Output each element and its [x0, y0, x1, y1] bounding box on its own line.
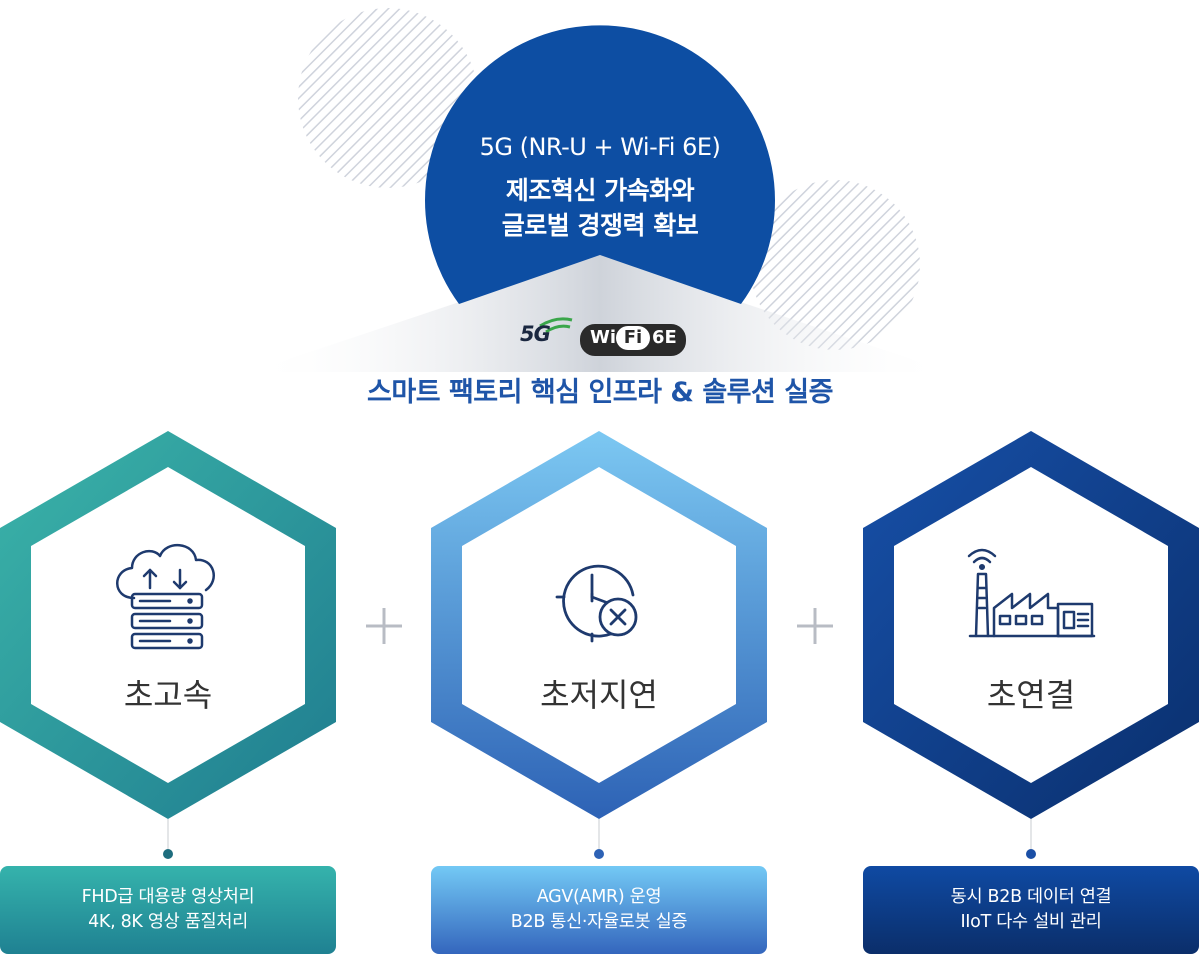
desc-3-line-1: 동시 B2B 데이터 연결	[950, 887, 1112, 907]
desc-2-line-2: B2B 통신·자율로봇 실증	[510, 912, 688, 932]
desc-box-1: FHD급 대용량 영상처리 4K, 8K 영상 품질처리	[0, 866, 336, 954]
subtitle: 스마트 팩토리 핵심 인프라 & 솔루션 실증	[367, 377, 833, 408]
desc-3-line-2: IIoT 다수 설비 관리	[960, 912, 1102, 932]
header-line-2: 제조혁신 가속화와	[505, 176, 695, 205]
desc-box-bg-3	[863, 866, 1199, 954]
main-circle	[425, 25, 776, 304]
connector-1	[163, 819, 173, 859]
desc-box-3: 동시 B2B 데이터 연결 IIoT 다수 설비 관리	[863, 866, 1199, 954]
cloud-server-icon	[116, 544, 215, 650]
hatch-circle-left	[298, 8, 478, 188]
pillar-label-1: 초고속	[123, 676, 213, 714]
plus-icon	[797, 608, 833, 644]
hex-ultra-low-latency	[431, 431, 767, 819]
desc-box-bg-1	[0, 866, 336, 954]
hex-ultra-fast	[0, 431, 336, 819]
pillar-label-3: 초연결	[986, 676, 1076, 714]
header-line-3: 글로벌 경쟁력 확보	[501, 211, 699, 240]
wifi-logo-wi: Wi	[590, 327, 617, 348]
desc-box-bg-2	[431, 866, 767, 954]
desc-box-2: AGV(AMR) 운영 B2B 통신·자율로봇 실증	[431, 866, 767, 954]
factory-icon	[967, 548, 1096, 638]
wifi-logo-6e: 6E	[652, 327, 677, 348]
hatch-circle-right	[750, 180, 920, 350]
desc-2-line-1: AGV(AMR) 운영	[536, 887, 662, 907]
plus-icon	[366, 608, 402, 644]
connector-2	[594, 819, 604, 859]
header-line-1: 5G (NR-U + Wi-Fi 6E)	[479, 133, 721, 161]
wifi-6e-logo: Wi Fi 6E	[580, 324, 686, 356]
fiveg-logo: 5G	[520, 322, 551, 346]
desc-1-line-2: 4K, 8K 영상 품질처리	[88, 912, 248, 932]
clock-cancel-icon	[555, 564, 638, 643]
pillar-label-2: 초저지연	[540, 676, 658, 714]
wifi-logo-fi: Fi	[616, 326, 650, 350]
desc-1-line-1: FHD급 대용량 영상처리	[81, 887, 255, 907]
connector-3	[1026, 819, 1036, 859]
fiveg-wave-icon	[539, 317, 573, 328]
hex-hyper-connect	[863, 431, 1199, 819]
